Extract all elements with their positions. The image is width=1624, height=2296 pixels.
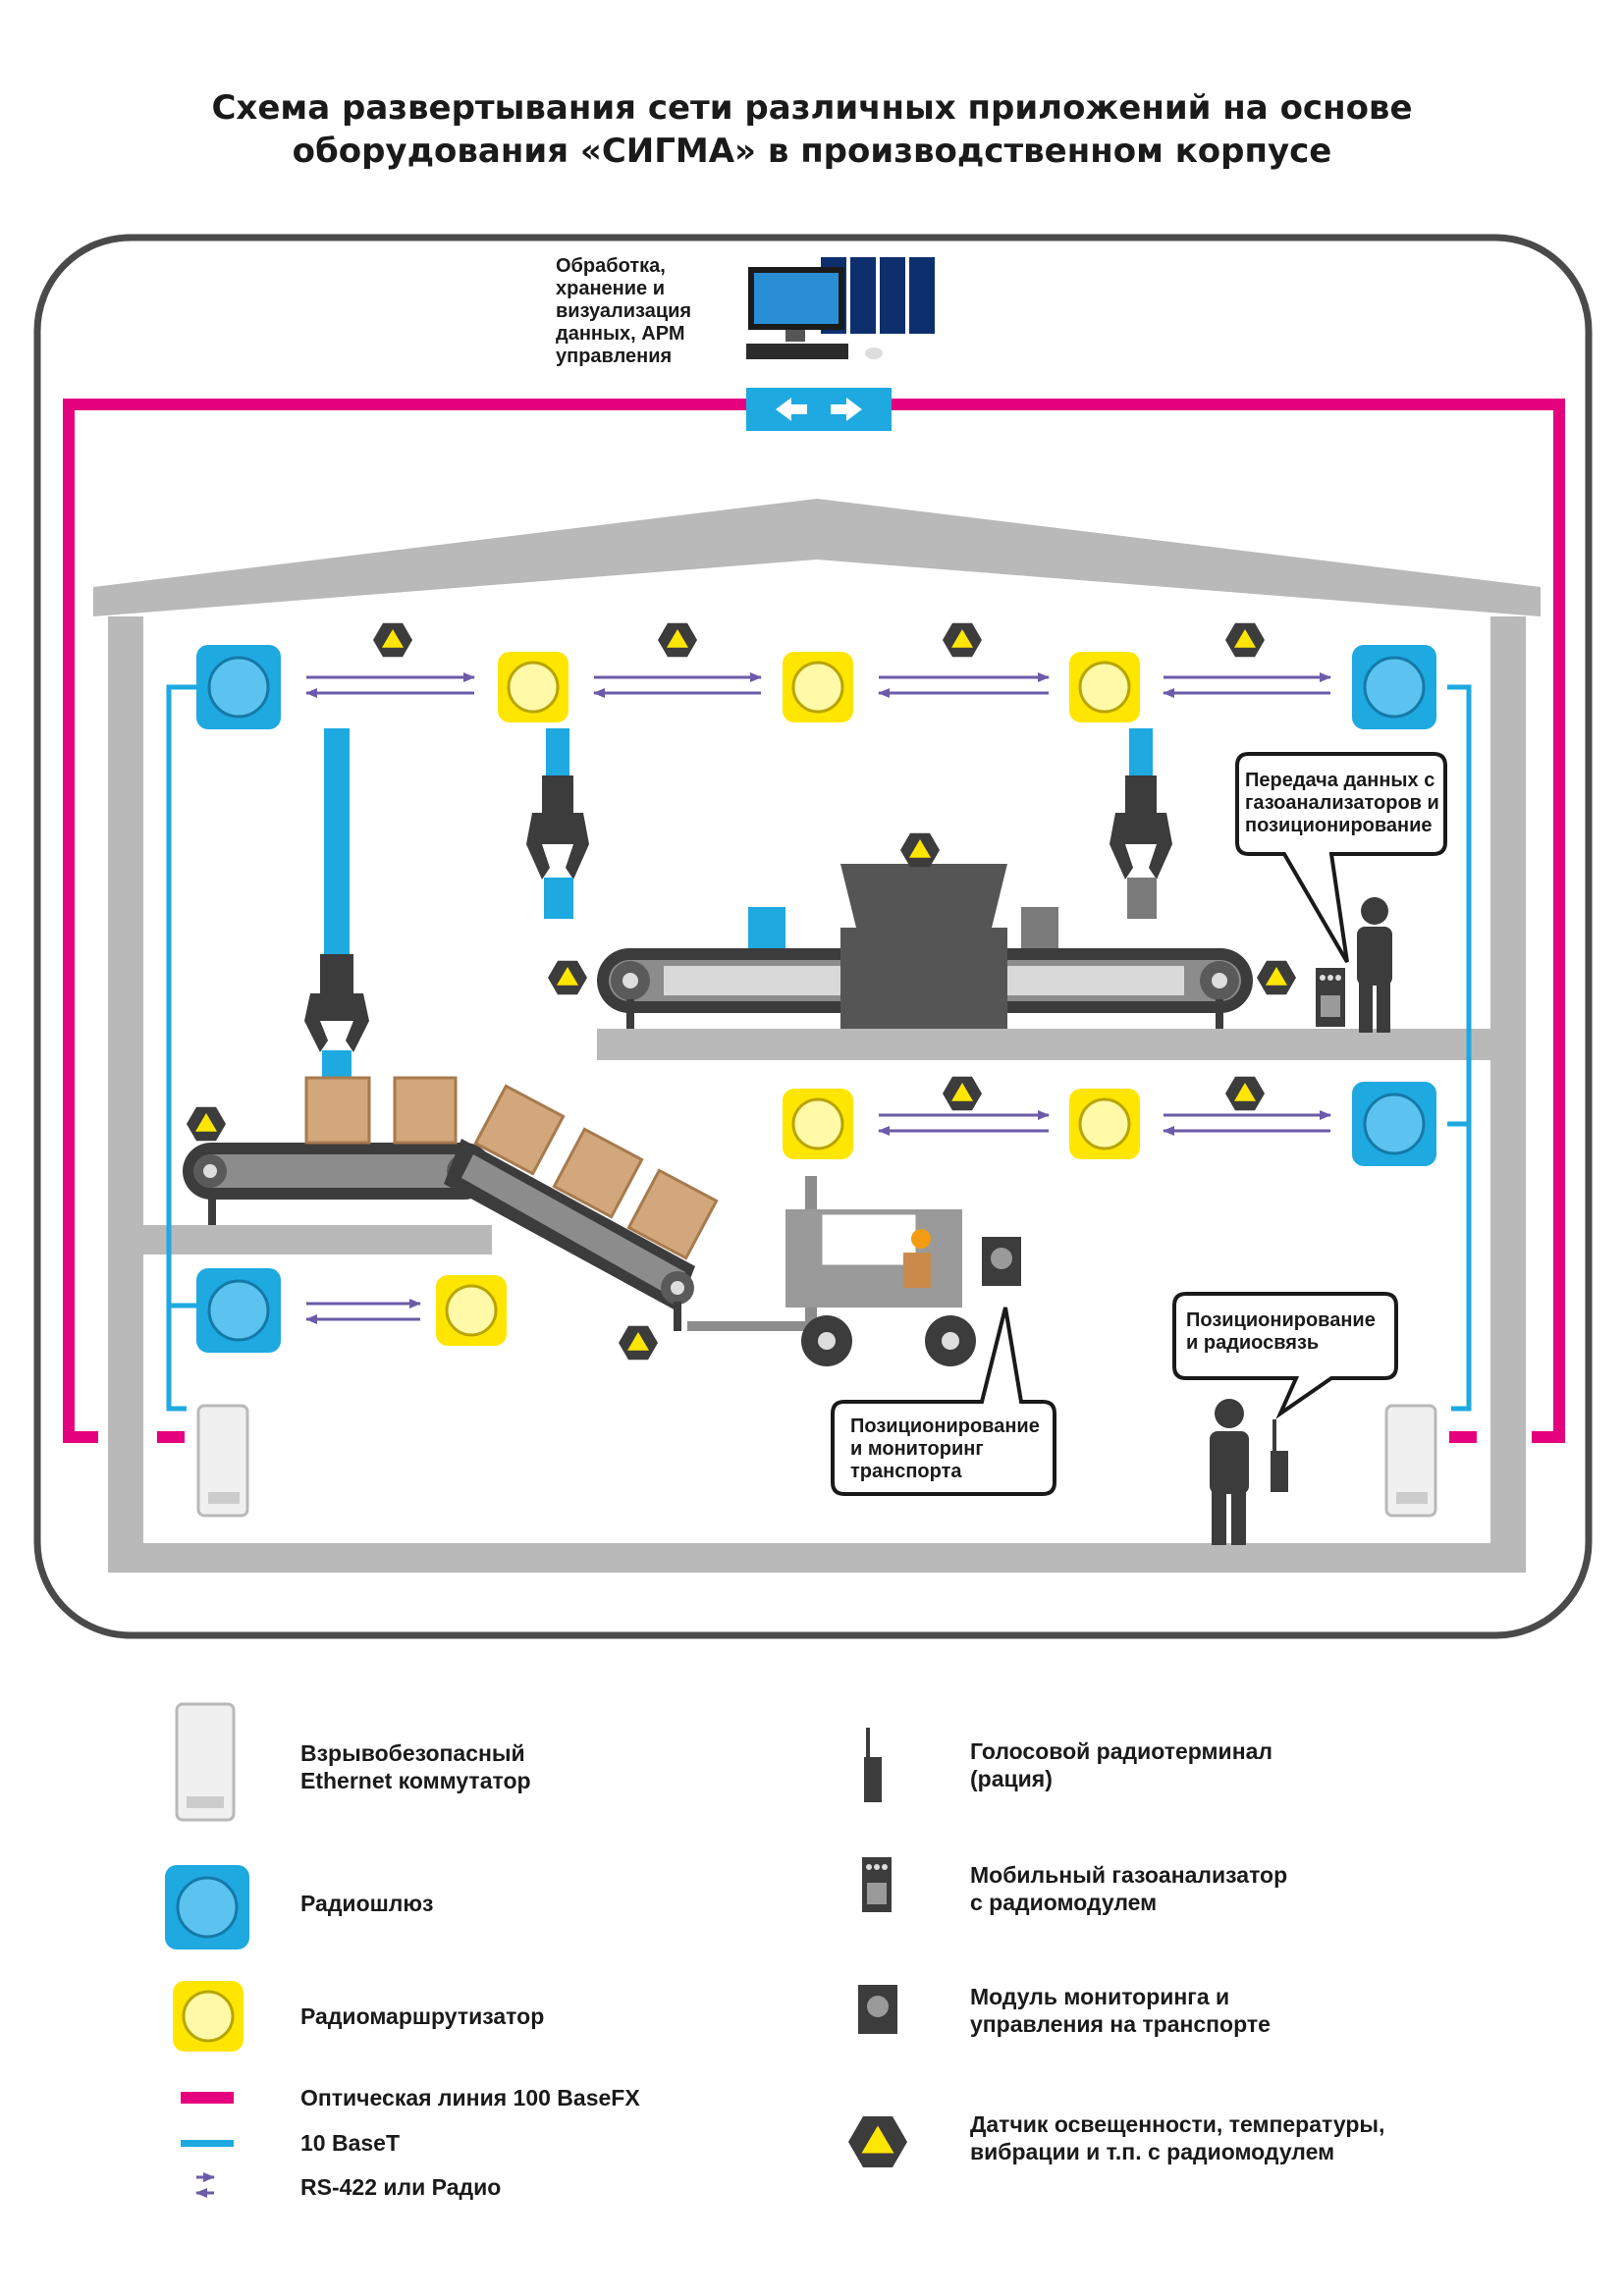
building-wall-right bbox=[1490, 616, 1526, 1571]
robot-arm-middle-left bbox=[526, 728, 589, 919]
crates bbox=[304, 1076, 719, 1260]
legend-switch-label: Взрывобезопасный Ethernet коммутатор bbox=[300, 1740, 531, 1793]
server-label: Обработка, хранение и визуализация данны… bbox=[556, 255, 692, 367]
legend-router-icon bbox=[173, 1981, 244, 2052]
ethernet-switch-right bbox=[1384, 1404, 1437, 1518]
callout-gas-bubble bbox=[1235, 752, 1447, 964]
gas-analyzer-device bbox=[1316, 968, 1345, 1027]
sensor-icon bbox=[900, 832, 940, 868]
legend-transport-module-label: Модуль мониторинга и управления на транс… bbox=[970, 1984, 1271, 2037]
walkie-talkie-device bbox=[1271, 1419, 1288, 1492]
callout-gas-text: Передача данных с газоанализаторов и поз… bbox=[1245, 770, 1439, 836]
sensor-icon bbox=[943, 622, 982, 658]
callout-transport-text: Позиционирование и мониторинг транспорта bbox=[850, 1415, 1040, 1482]
legend-walkie-label: Голосовой радиотерминал (рация) bbox=[970, 1738, 1272, 1791]
rs422-arrows bbox=[305, 672, 1331, 1324]
robot-arm-middle-right bbox=[1110, 728, 1172, 919]
building-roof bbox=[93, 499, 1541, 616]
page-title-line1: Схема развертывания сети различных прило… bbox=[211, 88, 1413, 128]
legend-walkie-talkie-icon bbox=[864, 1728, 882, 1802]
worker-lower bbox=[1210, 1399, 1249, 1545]
radio-router-icon bbox=[783, 652, 853, 722]
legend-transport-module-icon bbox=[858, 1985, 897, 2034]
sensor-icon bbox=[373, 622, 412, 658]
legend-rs422-label: RS-422 или Радио bbox=[300, 2174, 502, 2200]
radio-gateway-icon bbox=[196, 1268, 281, 1353]
ethernet-switch-left bbox=[196, 1404, 249, 1518]
radio-router-icon bbox=[436, 1275, 507, 1346]
blue-cylinder bbox=[748, 907, 785, 948]
sensor-icon bbox=[619, 1325, 658, 1361]
sensor-icon bbox=[1225, 1076, 1265, 1111]
legend-gateway-icon bbox=[165, 1865, 249, 1949]
radio-router-icon bbox=[1069, 1089, 1140, 1159]
sensor-icon bbox=[1225, 622, 1265, 658]
callout-radio-text: Позиционирование и радиосвязь bbox=[1186, 1309, 1376, 1354]
legend-rs422-icon bbox=[195, 2172, 215, 2198]
baset-lines bbox=[166, 684, 1472, 1412]
sensor-icon bbox=[548, 960, 587, 995]
sensor-icon bbox=[943, 1076, 982, 1111]
worker-upper bbox=[1357, 897, 1392, 1033]
building-floor bbox=[108, 1543, 1526, 1573]
radio-router-icon bbox=[1069, 652, 1140, 722]
legend-gas-analyzer-label: Мобильный газоанализатор с радиомодулем bbox=[970, 1862, 1288, 1915]
legend-router-label: Радиомаршрутизатор bbox=[300, 2003, 545, 2029]
fiber-line-right bbox=[884, 399, 1565, 1443]
radio-gateway-icon bbox=[1352, 645, 1436, 729]
legend-fiber-label: Оптическая линия 100 BaseFX bbox=[300, 2085, 640, 2110]
radio-router-icon bbox=[783, 1089, 853, 1159]
legend-baset-label: 10 BaseT bbox=[300, 2130, 401, 2156]
forklift bbox=[687, 1176, 976, 1366]
sensor-icon bbox=[187, 1106, 226, 1142]
robot-arm-left bbox=[304, 728, 369, 1082]
legend-baset-swatch bbox=[181, 2140, 234, 2147]
lower-conveyor-incline bbox=[444, 1139, 695, 1331]
server-workstation bbox=[746, 257, 935, 359]
legend-gas-analyzer-icon bbox=[862, 1857, 892, 1912]
radio-gateway-icon bbox=[196, 645, 281, 729]
legend-sensor-label: Датчик освещенности, температуры, вибрац… bbox=[970, 2111, 1385, 2164]
grey-cylinder bbox=[1021, 907, 1058, 948]
facility-frame bbox=[33, 234, 1593, 1639]
callout-radio-bubble bbox=[1172, 1292, 1398, 1419]
legend-switch-icon bbox=[175, 1702, 236, 1822]
radio-router-icon bbox=[498, 652, 568, 722]
building-wall-left bbox=[108, 616, 143, 1571]
fiber-stub-left bbox=[157, 1431, 185, 1443]
sensor-icon bbox=[658, 622, 697, 658]
fiber-stub-right bbox=[1449, 1431, 1477, 1443]
legend-fiber-swatch bbox=[181, 2092, 234, 2104]
page-title-line2: оборудования «СИГМА» в производственном … bbox=[292, 132, 1332, 171]
media-converter bbox=[746, 388, 892, 431]
lower-left-platform bbox=[143, 1225, 492, 1255]
upper-platform bbox=[597, 1029, 1490, 1060]
radio-gateway-icon bbox=[1352, 1082, 1436, 1166]
transport-module-icon bbox=[982, 1237, 1021, 1286]
legend-gateway-label: Радиошлюз bbox=[300, 1891, 434, 1916]
sensor-icon bbox=[1257, 960, 1296, 995]
callout-transport-bubble bbox=[831, 1307, 1056, 1496]
fiber-line-left bbox=[63, 399, 746, 1443]
processing-machine bbox=[840, 864, 1007, 1029]
legend-sensor-icon bbox=[848, 2116, 907, 2167]
